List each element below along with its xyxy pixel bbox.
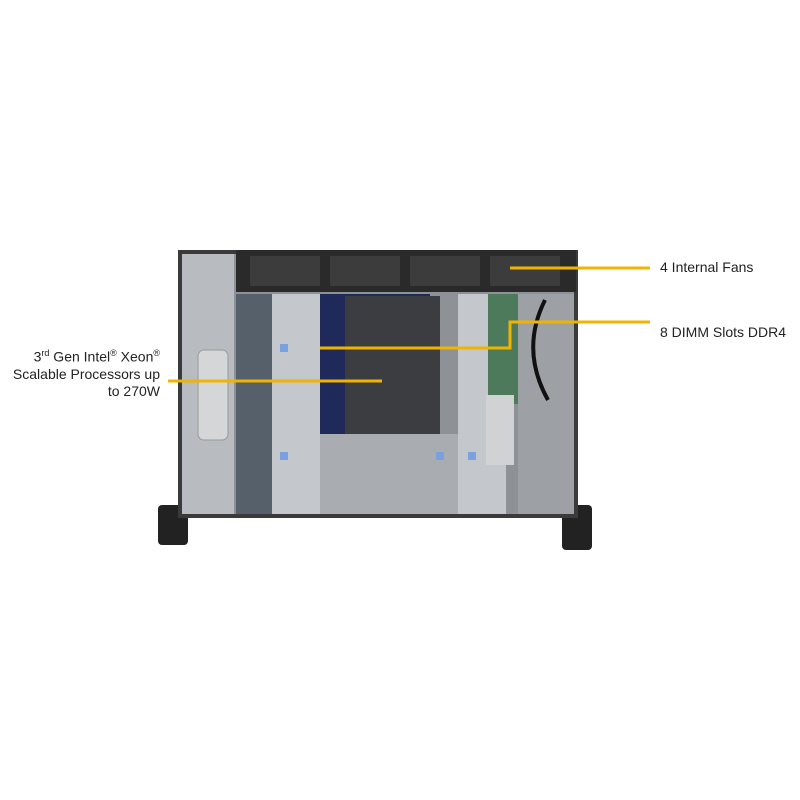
- fan-row: [236, 250, 576, 292]
- cpu-label: 3rd Gen Intel® Xeon® Scalable Processors…: [12, 348, 160, 399]
- cpu-heatsink: [345, 296, 440, 434]
- dimm-callout-line: [320, 320, 650, 350]
- fans-label: 4 Internal Fans: [660, 259, 754, 275]
- dimm-label: 8 DIMM Slots DDR4: [660, 324, 787, 340]
- air-shroud: [320, 434, 458, 514]
- riser-bracket: [272, 294, 320, 514]
